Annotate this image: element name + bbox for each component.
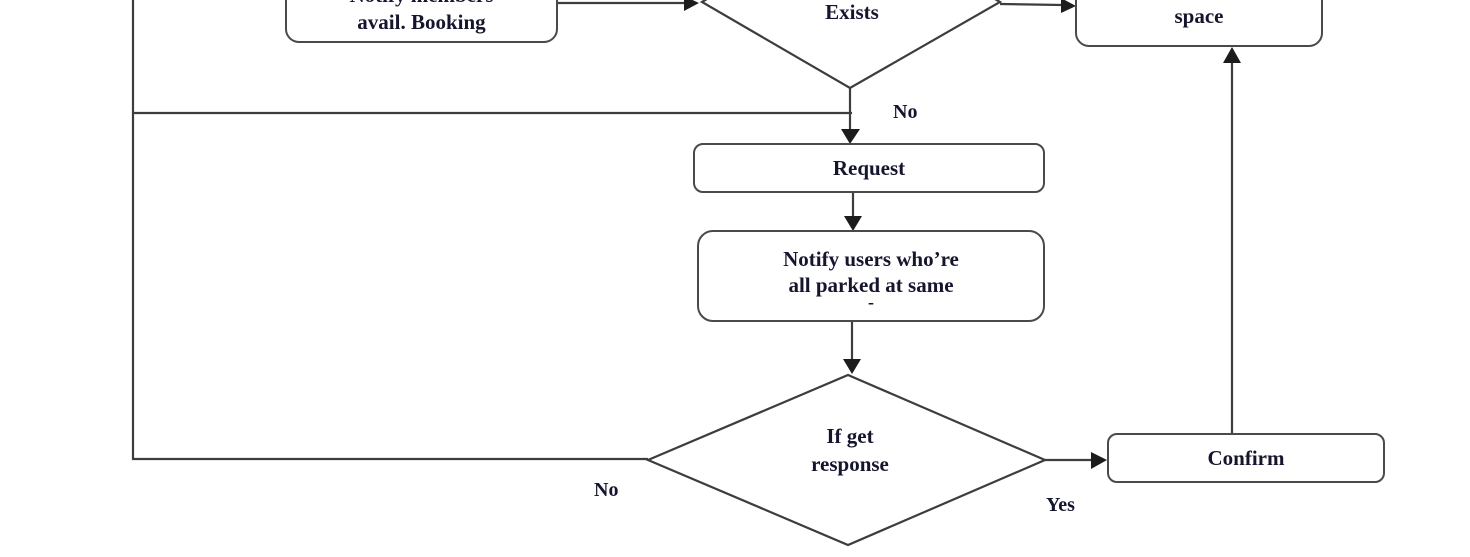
node-notify-line2: all parked at same [788,273,954,297]
arrowhead-into-space-left [1061,0,1076,13]
node-booking-line1: Notify members [349,0,493,9]
node-notify-line1: Notify users who’re [783,247,959,271]
arrowhead-into-confirm [1091,452,1107,469]
edge-label-no-top: No [893,101,918,123]
edge-label-yes: Yes [1046,494,1075,516]
node-notify: Notify users who’re all parked at same - [697,230,1045,322]
arrowhead-into-notify [844,216,862,231]
arrowhead-into-exists [684,0,699,11]
node-booking-line2: avail. Booking [357,10,486,34]
arrowhead-into-space-bottom [1223,47,1241,63]
node-request-label: Request [832,156,906,180]
response-diamond-shape [645,373,1048,547]
node-confirm: Confirm [1107,433,1385,483]
arrowhead-into-request [841,129,860,144]
node-space: space [1075,0,1323,47]
node-confirm-label: Confirm [1207,446,1285,470]
arrowhead-into-response [843,359,861,374]
node-notify-line3: - [868,292,874,312]
edge-exists-to-space [999,2,1063,7]
node-booking: Notify members avail. Booking [285,0,558,43]
edge-no-loop-left [131,0,648,461]
node-request: Request [693,143,1045,193]
node-space-label: space [1174,4,1224,28]
exists-diamond-shape [699,0,1003,90]
node-response-line2: response [811,452,889,476]
edge-label-no-bottom: No [594,479,619,501]
node-exists-label: Exists [825,0,879,24]
node-booking-text: Notify members avail. Booking [349,0,493,36]
node-response-label: If get response [748,422,952,478]
node-response-line1: If get [826,424,874,448]
